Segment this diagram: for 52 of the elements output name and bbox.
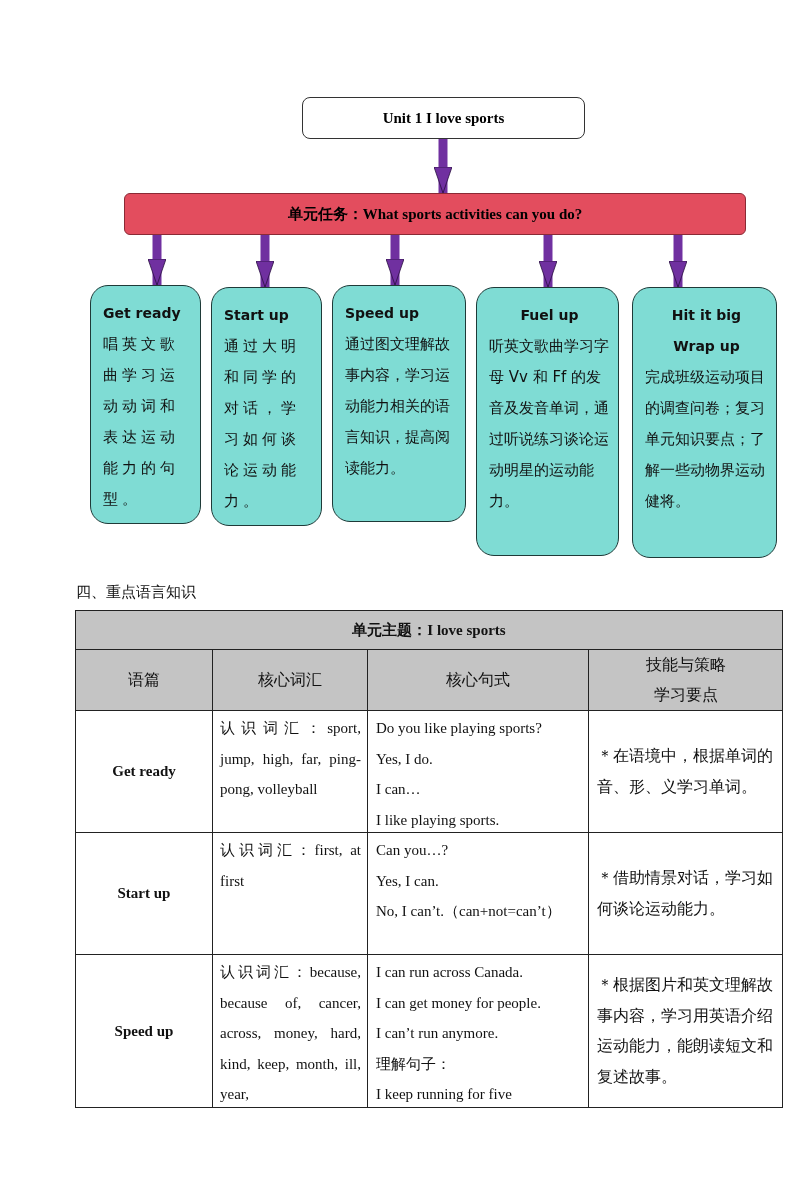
vocabulary-text: 认识词汇：sport, jump, high, far, ping-pong, volleyball [220,719,361,799]
title-box: Unit 1 I love sports [302,97,585,139]
sentence-text: No, I can’t.（can+not=can’t） [376,902,562,921]
sentence-text: I can… [376,780,422,799]
sentence-text: Yes, I can. [376,871,440,891]
strategy-text: ＊在语境中，根据单词的音、形、义学习单词。 [597,746,774,798]
sentence-text: I can run across Canada. [376,963,525,982]
section-heading: 四、重点语言知识 [76,583,196,602]
down-arrow [385,235,405,286]
sentence-text: Can you…? [376,841,450,860]
column-header: 技能与策略 [644,653,727,676]
step-title: Wrap up [672,337,741,356]
step-box [632,287,777,558]
row-header: Get ready [111,762,177,782]
down-arrow [433,139,453,194]
sentence-text: I like playing sports. [376,810,501,830]
down-arrow [255,235,275,288]
row-header: Speed up [113,1021,175,1041]
step-title: Speed up [345,304,420,323]
step-box [476,287,619,556]
step-box [90,285,201,524]
step-description: 唱英文歌曲学习运动动词和表达运动能力的句型。 [103,334,180,510]
down-arrow [538,235,558,288]
strategy-text: ＊借助情景对话，学习如何谈论运动能力。 [597,868,774,920]
step-description: 听英文歌曲学习字母 Vv 和 Ff 的发音及发音单词，通过听说练习谈论运动明星的运动能力。 [489,336,610,512]
column-header: 核心句式 [445,668,511,691]
strategy-text: ＊根据图片和英文理解故事内容，学习用英语介绍运动能力，能朗读短文和复述故事。 [597,975,774,1088]
vocabulary-text: 认识词汇：because, because of, cancer, across, money, hard, kind, keep, month, ill, year, [220,963,361,1104]
step-title: Fuel up [519,306,580,325]
row-header: Start up [116,884,172,904]
task-banner: 单元任务：What sports activities can you do? [124,193,746,235]
down-arrow [668,235,688,288]
column-header: 核心词汇 [257,668,323,691]
step-box [332,285,466,522]
sentence-text: Yes, I do. [376,749,434,769]
step-description: 完成班级运动项目的调查问卷；复习单元知识要点；了解一些动物界运动健将。 [645,367,766,512]
down-arrow [147,235,167,286]
sentence-text: I can’t run anymore. [376,1024,500,1043]
step-title: Start up [224,306,290,325]
column-header: 语篇 [127,668,161,691]
sentence-text: I can get money for people. [376,993,542,1013]
step-title: Hit it big [670,306,743,325]
step-description: 通过大明和同学的对话，学习如何谈论运动能力。 [224,336,301,512]
column-header: 学习要点 [652,684,719,706]
step-description: 通过图文理解故事内容，学习运动能力相关的语言知识，提高阅读能力。 [345,334,451,479]
step-box [211,287,322,526]
sentence-text: I keep running for five [376,1085,513,1104]
vocabulary-text: 认识词汇：first, at first [220,841,361,891]
sentence-text: Do you like playing sports? [376,719,543,738]
table-title: 单元主题：I love sports [351,620,507,640]
step-title: Get ready [103,304,182,323]
sentence-text: 理解句子： [376,1054,452,1074]
